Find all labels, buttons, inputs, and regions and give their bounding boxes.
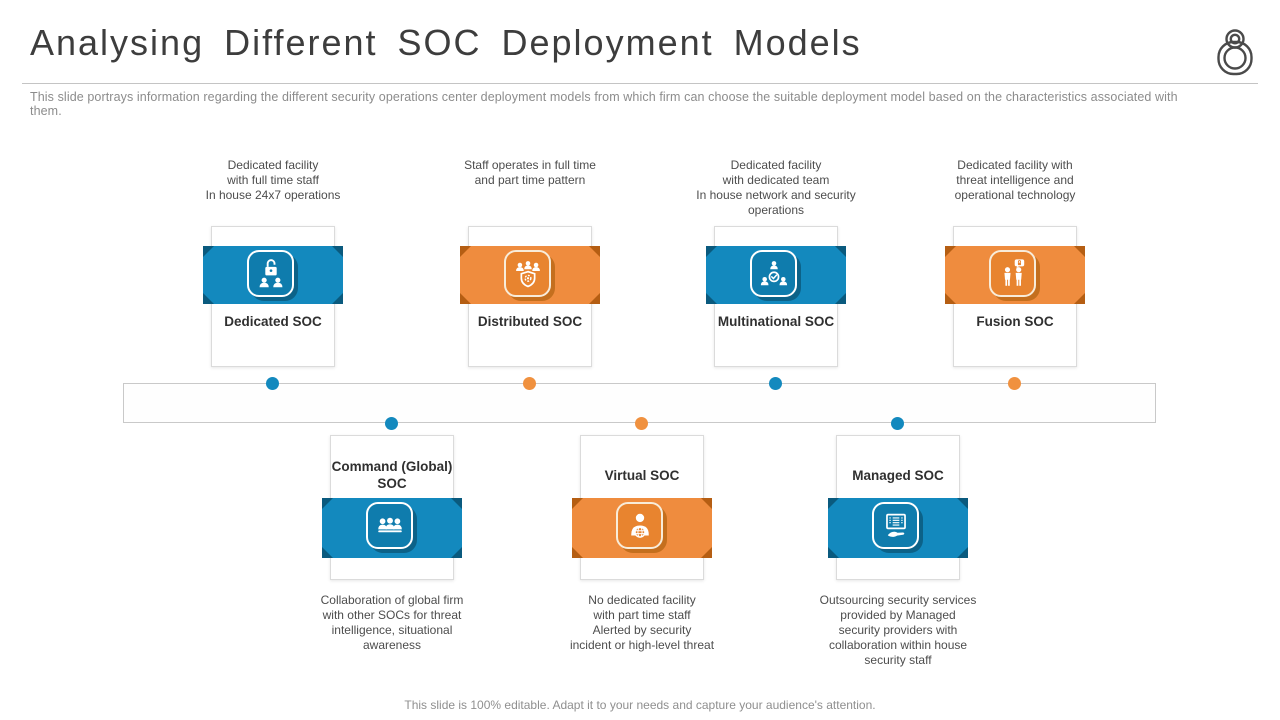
model-label: Virtual SOC bbox=[604, 467, 680, 483]
model-label: Command (Global) SOC bbox=[331, 459, 453, 491]
model-label: Multinational SOC bbox=[717, 313, 835, 329]
model-column-managed: Managed SOC Outsourcing security service… bbox=[803, 435, 993, 680]
model-column-virtual: Virtual SOC No dedicated facility with p… bbox=[547, 435, 737, 680]
fusion-soc-icon bbox=[989, 250, 1041, 302]
model-column-dedicated: Dedicated facility with full time staff … bbox=[178, 150, 368, 375]
model-column-fusion: Dedicated facility with threat intellige… bbox=[920, 150, 1110, 375]
title-divider bbox=[22, 83, 1258, 84]
padlock-icon bbox=[1211, 25, 1259, 83]
distributed-soc-icon bbox=[504, 250, 556, 302]
timeline-dot bbox=[891, 417, 904, 430]
timeline-dot bbox=[385, 417, 398, 430]
timeline-dot bbox=[266, 377, 279, 390]
footer-note: This slide is 100% editable. Adapt it to… bbox=[404, 698, 876, 712]
multinational-soc-icon bbox=[750, 250, 802, 302]
command-global-soc-icon bbox=[366, 502, 418, 554]
page-title: Analysing Different SOC Deployment Model… bbox=[30, 22, 862, 63]
model-description: Outsourcing security services provided b… bbox=[819, 593, 977, 667]
model-description: Dedicated facility with threat intellige… bbox=[954, 158, 1076, 202]
model-column-command-global: Command (Global) SOC Collaboration of gl… bbox=[297, 435, 487, 680]
slide-subtitle: This slide portrays information regardin… bbox=[30, 90, 1178, 118]
model-label: Managed SOC bbox=[852, 467, 944, 483]
model-column-multinational: Dedicated facility with dedicated team I… bbox=[681, 150, 871, 375]
managed-soc-icon bbox=[872, 502, 924, 554]
timeline-dot bbox=[769, 377, 782, 390]
virtual-soc-icon bbox=[616, 502, 668, 554]
model-description: Dedicated facility with full time staff … bbox=[205, 158, 341, 202]
timeline-dot bbox=[1008, 377, 1021, 390]
timeline-dot bbox=[523, 377, 536, 390]
model-description: Collaboration of global firm with other … bbox=[320, 593, 464, 652]
model-description: Dedicated facility with dedicated team I… bbox=[696, 158, 856, 217]
timeline-dot bbox=[635, 417, 648, 430]
model-description: Staff operates in full time and part tim… bbox=[464, 158, 596, 187]
model-label: Fusion SOC bbox=[976, 313, 1054, 329]
model-label: Dedicated SOC bbox=[224, 313, 322, 329]
model-label: Distributed SOC bbox=[477, 313, 583, 329]
model-description: No dedicated facility with part time sta… bbox=[569, 593, 715, 652]
model-column-distributed: Staff operates in full time and part tim… bbox=[435, 150, 625, 375]
dedicated-soc-icon bbox=[247, 250, 299, 302]
